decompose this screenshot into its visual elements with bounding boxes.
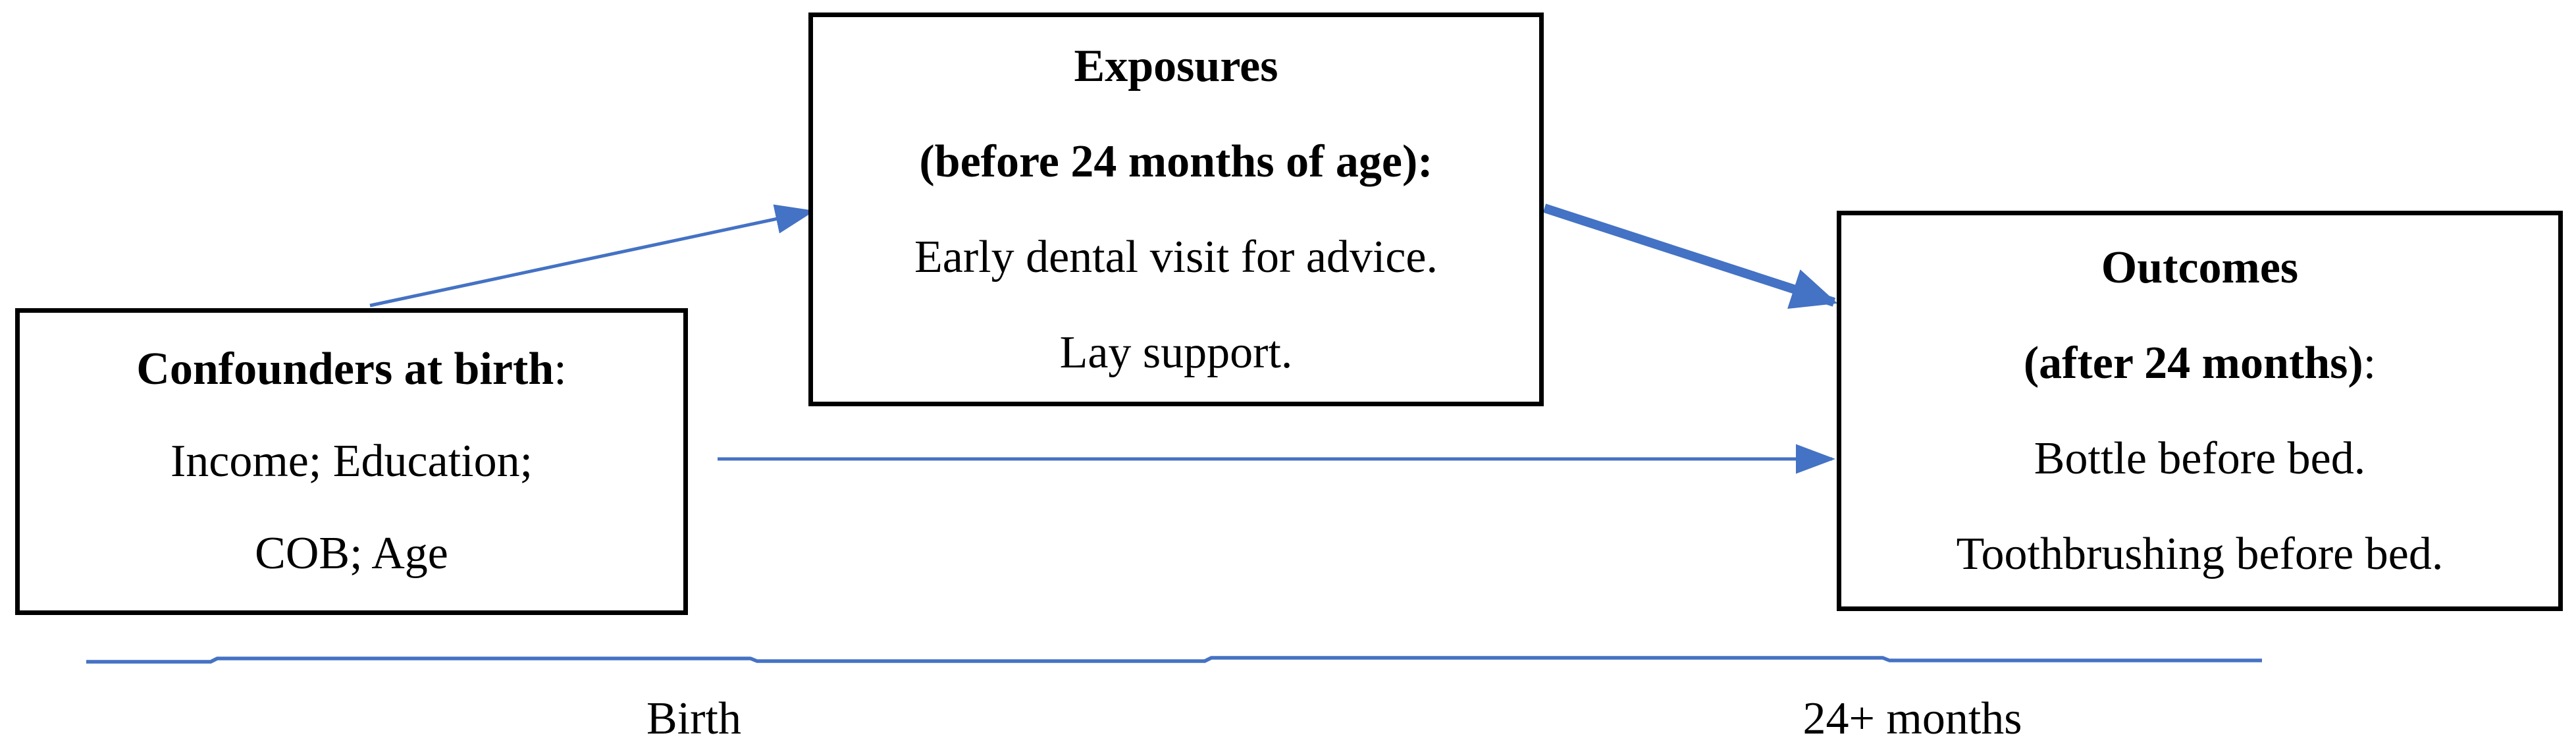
confounders-line-cob-age: COB; Age [255,528,448,579]
outcomes-line-toothbrushing: Toothbrushing before bed. [1956,529,2444,579]
exposures-subtitle: (before 24 months of age): [919,136,1433,187]
exposures-line-dental-visit: Early dental visit for advice. [914,232,1438,282]
outcomes-line-bottle: Bottle before bed. [2034,433,2366,484]
outcomes-box: Outcomes (after 24 months): Bottle befor… [1837,211,2563,611]
exposures-box: Exposures (before 24 months of age): Ear… [808,13,1544,406]
timeline-line [86,656,2262,664]
timeline-label-birth: Birth [646,693,741,744]
confounders-box: Confounders at birth: Income; Education;… [15,308,688,615]
confounders-to-exposures-arrow [369,204,815,308]
exposures-line-lay-support: Lay support. [1059,327,1293,378]
exposures-title: Exposures [1074,41,1278,92]
confounders-title: Confounders at birth: [136,344,567,394]
confounders-line-income-education: Income; Education; [170,436,533,487]
outcomes-title: Outcomes [2101,242,2299,293]
outcomes-subtitle: (after 24 months): [2023,338,2377,388]
timeline-label-24-months: 24+ months [1802,693,2022,744]
exposures-to-outcomes-arrow [1542,203,1838,309]
